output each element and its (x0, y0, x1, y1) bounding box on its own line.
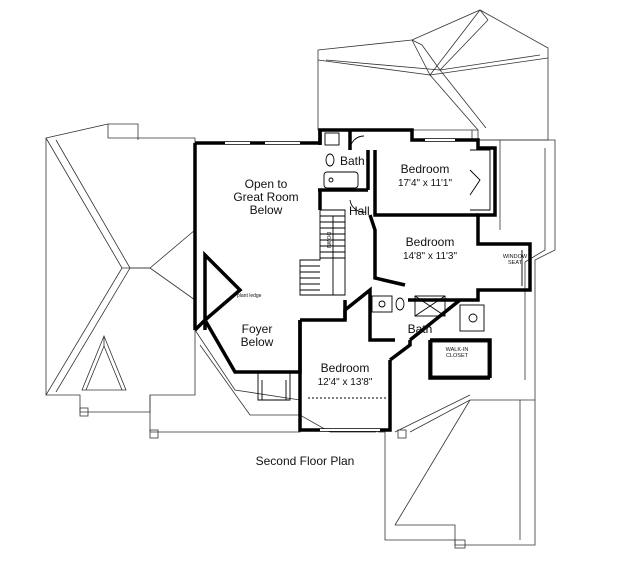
bedroom1-dims: 17'4" x 11'1" (398, 178, 453, 189)
open-label-line1: Open to (245, 177, 288, 191)
bedroom2-name: Bedroom (406, 235, 455, 249)
open-label-line2: Great Room (233, 190, 298, 204)
interior-details (225, 132, 523, 431)
plant-ledge-label: plant ledge (237, 293, 262, 299)
bath-mid-label: Bath (408, 322, 433, 336)
plan-caption: Second Floor Plan (256, 454, 355, 468)
open-label-line3: Below (250, 203, 283, 217)
window-seat-line1: WINDOW (503, 254, 528, 260)
window-seat-line2: SEAT (508, 260, 523, 266)
bedroom2-dims: 14'8" x 11'3" (403, 251, 458, 262)
foyer-label-line1: Foyer (242, 322, 273, 336)
bedroom3-dims: 12'4" x 13'8" (318, 377, 373, 388)
bedroom3-name: Bedroom (321, 361, 370, 375)
walk-in-closet-line1: WALK-IN (446, 347, 469, 353)
bath-top-label: Bath (340, 154, 365, 168)
bedroom1-name: Bedroom (401, 162, 450, 176)
foyer-label-line2: Below (241, 335, 274, 349)
walk-in-closet-line2: CLOSET (446, 353, 469, 359)
labels: Open to Great Room Below Bath Hall Bedro… (233, 154, 528, 468)
roof-outline (45, 9, 556, 549)
stair-down-label: DOWN (325, 232, 331, 248)
hall-label: Hall (349, 204, 370, 218)
